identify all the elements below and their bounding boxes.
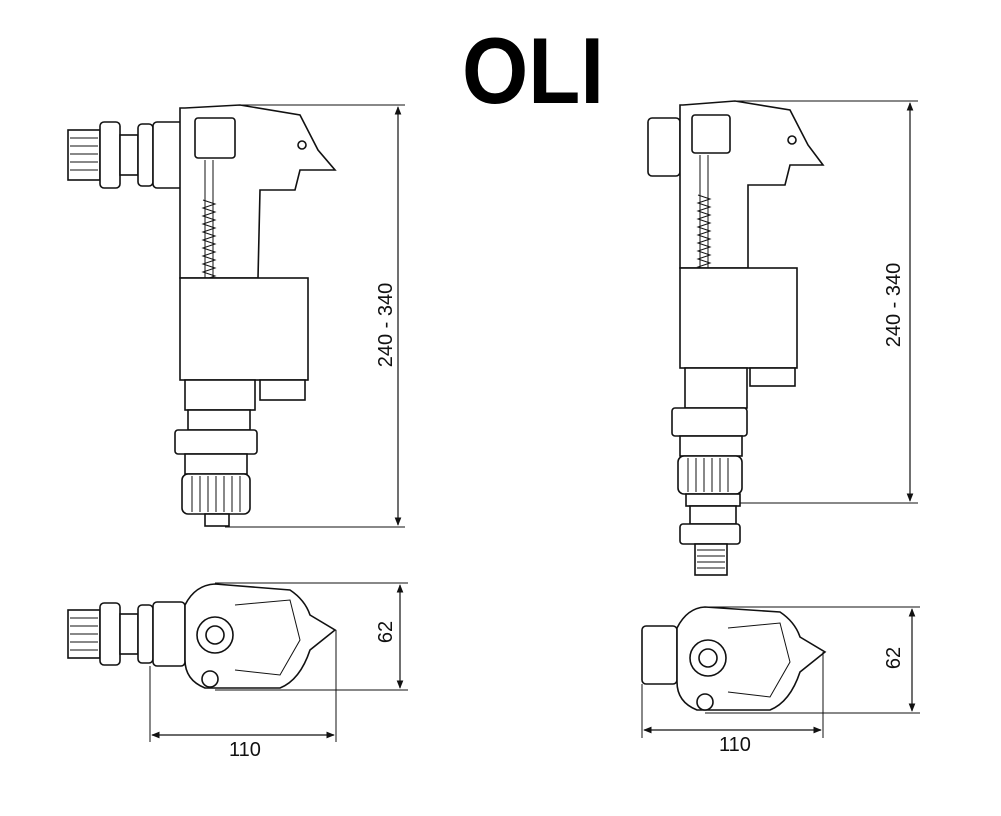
right-width-dimension: 110 — [641, 652, 824, 756]
right-valve-top-view — [641, 606, 827, 711]
right-height-label: 240 - 340 — [883, 263, 905, 348]
right-depth-dimension: 62 — [705, 606, 920, 714]
left-valve-top-view — [67, 583, 337, 689]
left-depth-dimension: 62 — [215, 582, 408, 691]
logo-text: OLI — [462, 18, 604, 123]
left-depth-label: 62 — [375, 621, 397, 643]
right-height-dimension: 240 - 340 — [735, 100, 918, 504]
left-height-label: 240 - 340 — [375, 283, 397, 368]
right-valve-front-view — [647, 100, 825, 576]
oli-logo: OLI — [462, 18, 604, 123]
left-height-dimension: 240 - 340 — [225, 104, 405, 528]
right-depth-label: 62 — [883, 647, 905, 669]
left-valve-front-view — [67, 104, 337, 527]
right-width-label: 110 — [719, 734, 751, 756]
left-width-dimension: 110 — [149, 630, 337, 761]
left-width-label: 110 — [229, 739, 261, 761]
